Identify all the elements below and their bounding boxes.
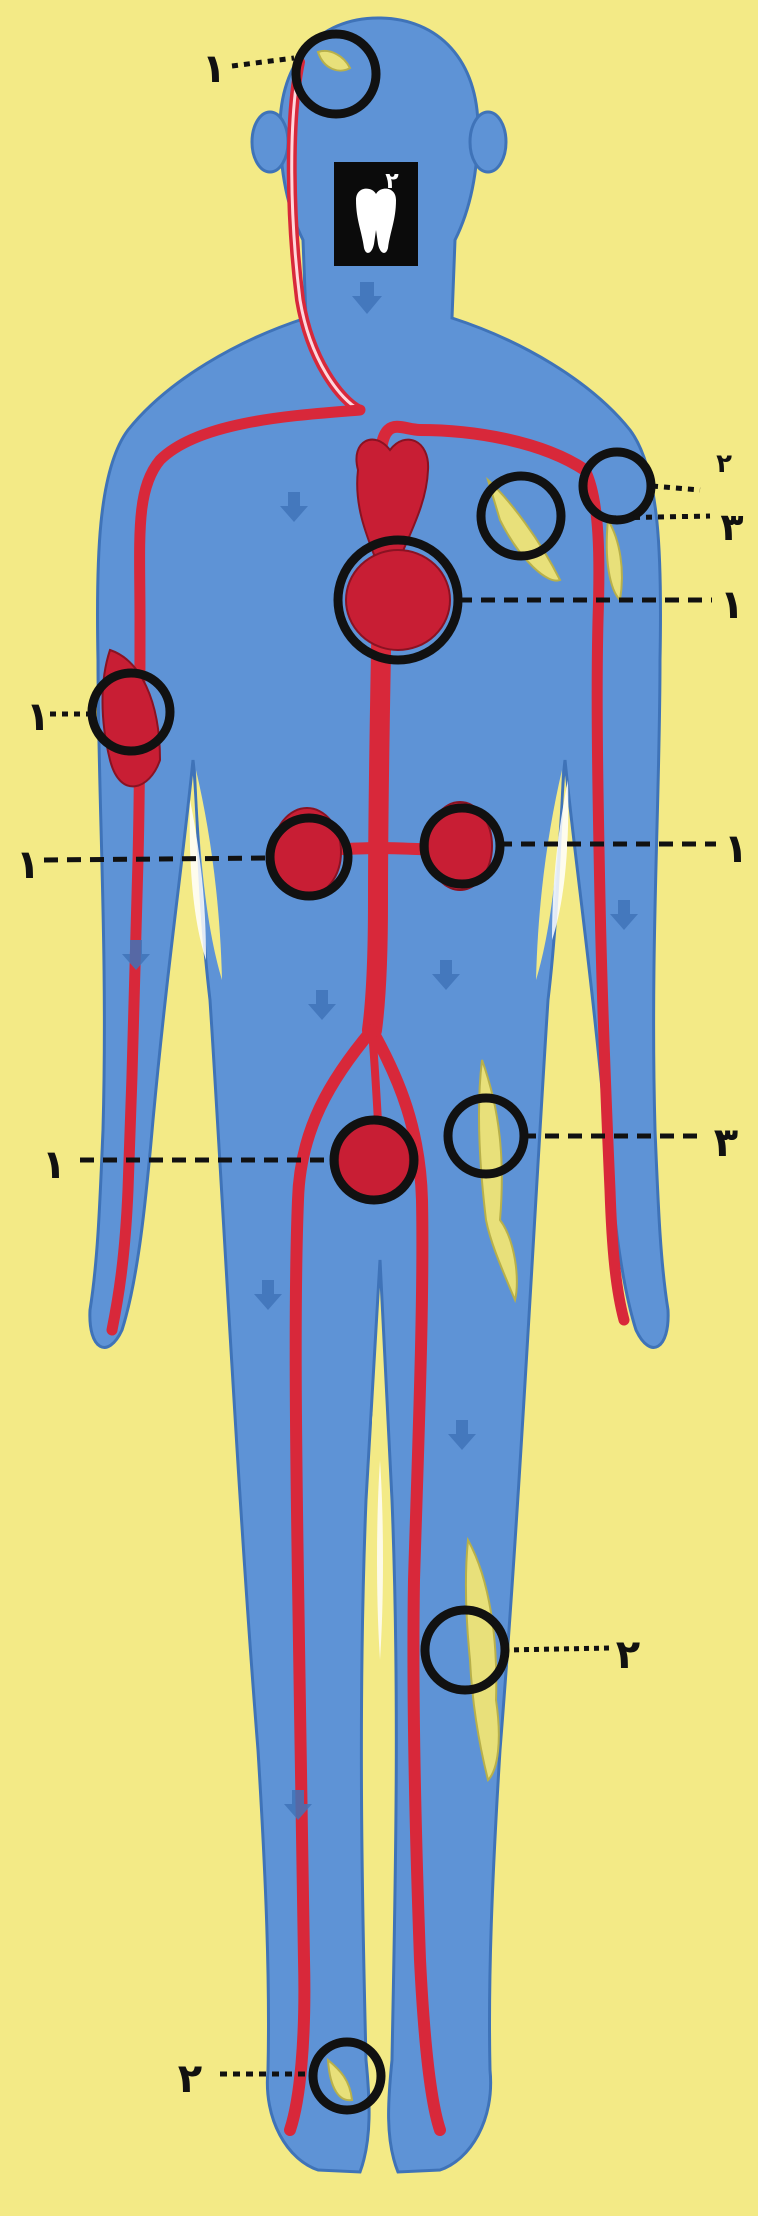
marker-label-ankle: ۲ bbox=[178, 2056, 202, 2102]
marker-label-left-kidney: ۱ bbox=[724, 826, 748, 872]
heart-core bbox=[346, 550, 450, 650]
ear-left bbox=[470, 112, 506, 172]
leader-head bbox=[232, 58, 294, 66]
marker-label-heart: ۱ bbox=[720, 582, 744, 628]
leader-shoulder bbox=[652, 486, 700, 490]
marker-label-shoulder-nerve: ۳ bbox=[720, 505, 743, 549]
marker-label-shoulder: ۲ bbox=[716, 449, 732, 479]
marker-label-head: ۱ bbox=[202, 46, 226, 92]
marker-label-elbow: ۱ bbox=[26, 694, 50, 740]
marker-label-right-kidney: ۱ bbox=[16, 842, 40, 888]
leader-shoulder-nerve bbox=[610, 516, 710, 518]
marker-label-knee: ۲ bbox=[616, 1632, 640, 1678]
marker-label-groin: ۳ bbox=[714, 1120, 738, 1166]
tooth-icon: ۲ bbox=[334, 162, 418, 266]
ear-right bbox=[252, 112, 288, 172]
marker-label-pelvis: ۱ bbox=[42, 1142, 66, 1188]
svg-text:۲: ۲ bbox=[385, 169, 399, 194]
aorta bbox=[372, 600, 382, 1030]
leader-knee bbox=[504, 1648, 612, 1650]
